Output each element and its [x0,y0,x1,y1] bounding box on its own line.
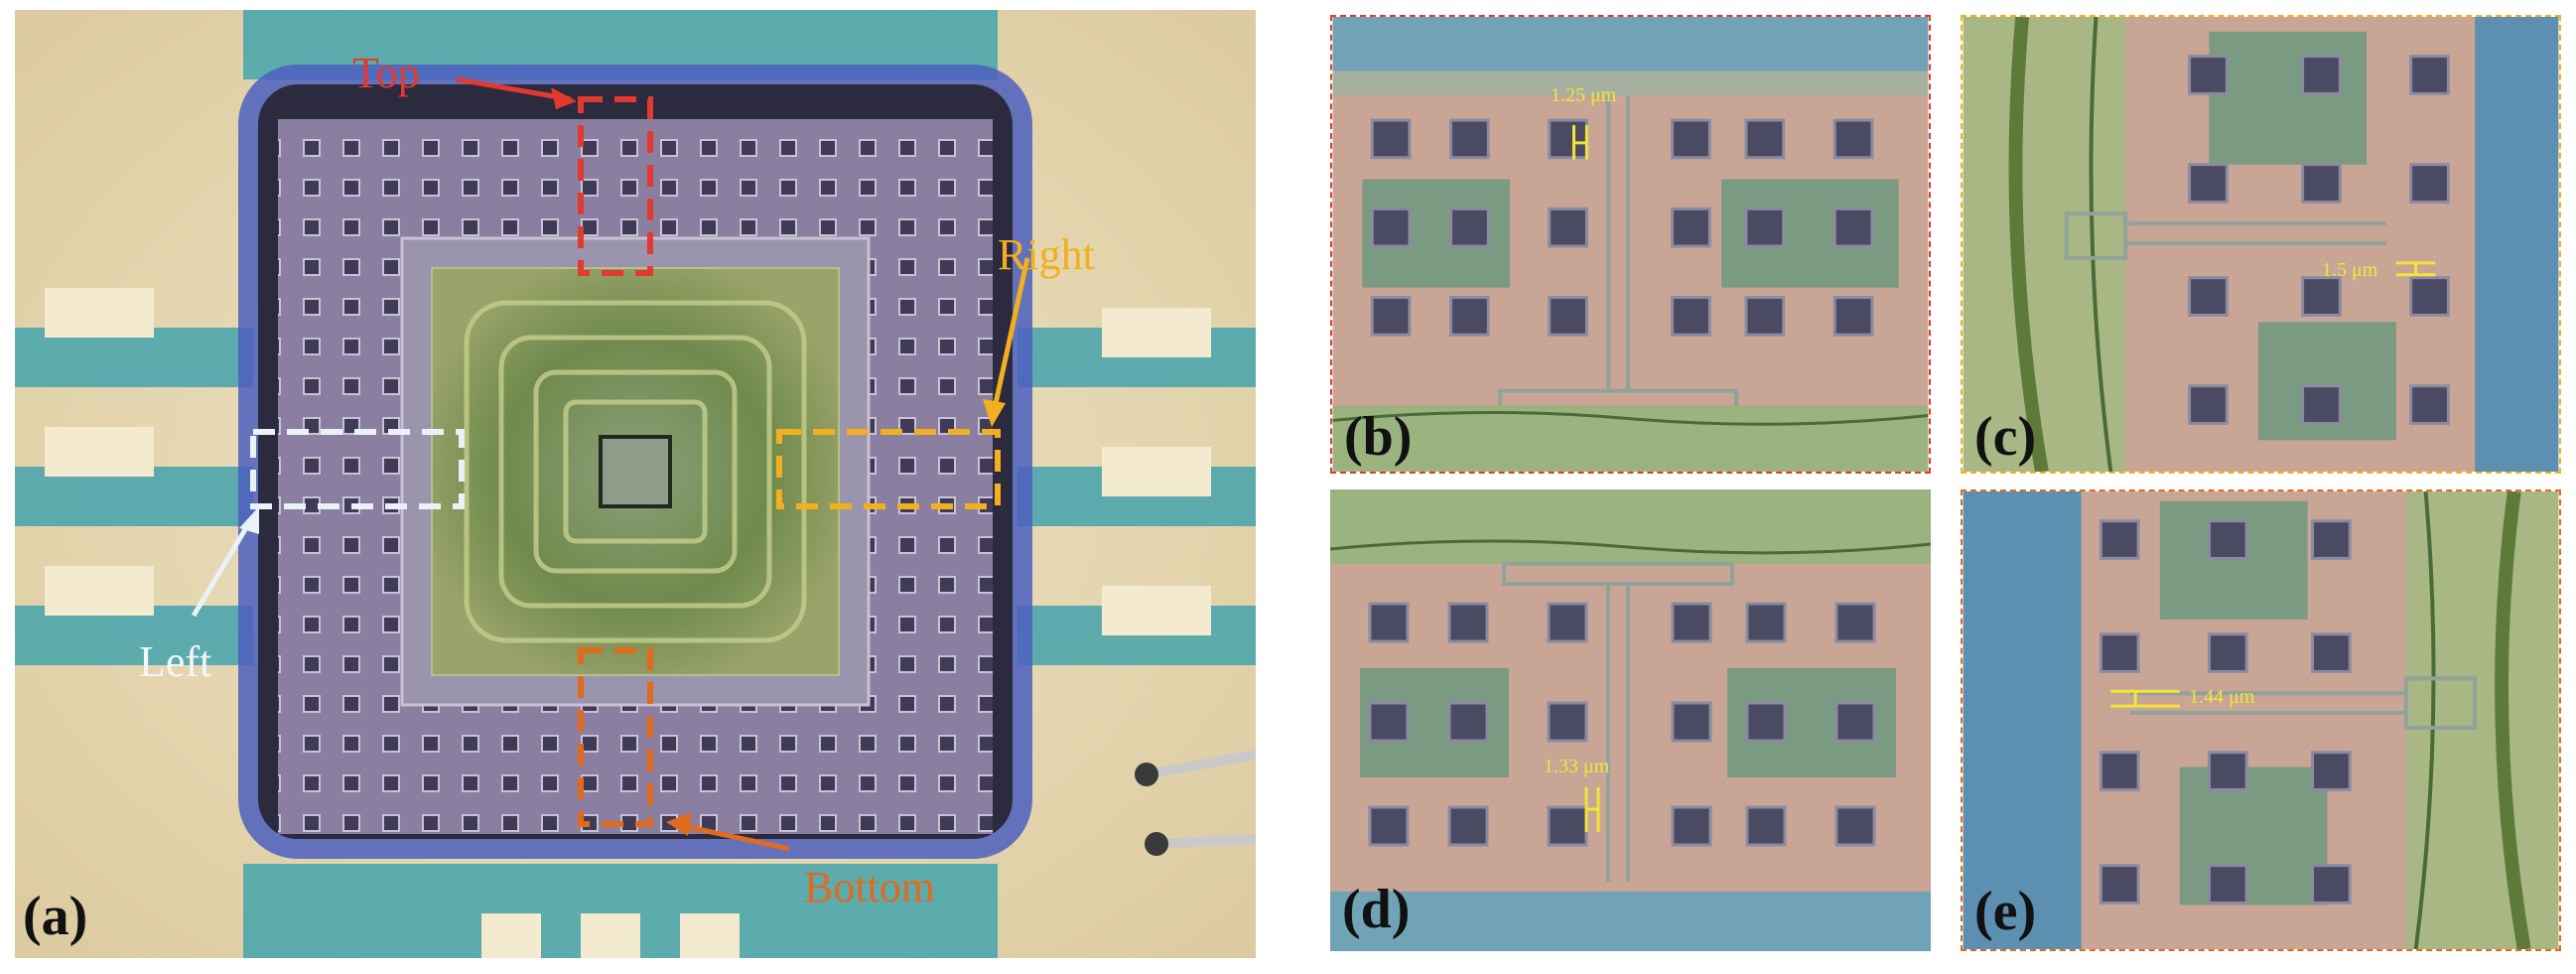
top-micrograph [1332,17,1929,472]
panel-label-e: (e) [1974,881,2037,942]
panel-label-a: (a) [23,886,88,947]
panel-b-top-detail: 1.25 μm (b) [1330,15,1931,474]
scale-label-b: 1.25 μm [1551,84,1617,106]
panel-d-bottom-detail: 1.33 μm (d) [1330,489,1931,951]
panel-label-c: (c) [1974,406,2037,468]
panel-e-left-detail: 1.44 μm (e) [1961,489,2561,951]
annotation-left: Left [139,637,212,686]
scale-label-e: 1.44 μm [2189,686,2255,708]
scale-label-d: 1.33 μm [1544,756,1610,777]
panel-label-b: (b) [1344,406,1413,468]
panel-c-right-detail: 1.5 μm (c) [1961,15,2561,474]
right-micrograph [1963,17,2559,472]
panel-a-chip-overview: Top Right Left Bottom (a) [15,10,1256,958]
annotation-top: Top [352,49,420,97]
panel-label-d: (d) [1342,879,1411,940]
bottom-micrograph [1330,489,1931,951]
annotation-bottom: Bottom [804,863,936,911]
chip-micrograph [15,10,1256,958]
scale-label-c: 1.5 μm [2322,259,2378,281]
left-micrograph [1963,491,2559,949]
annotation-right: Right [998,230,1095,279]
